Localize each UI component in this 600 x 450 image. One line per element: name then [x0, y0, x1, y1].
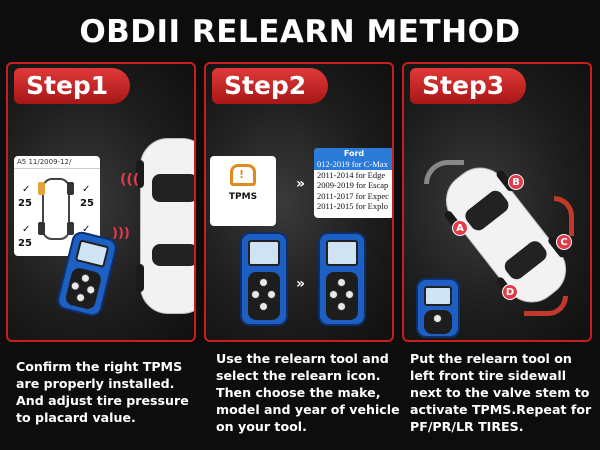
step1-description: Confirm the right TPMS are properly inst…: [16, 359, 189, 425]
step3-panel: Step3 A B C D: [402, 62, 592, 342]
tpms-scanner-tool-right: [318, 232, 366, 326]
step2-label: Step2: [212, 68, 328, 104]
tpms-scanner-tool-left: [240, 232, 288, 326]
check-icon-rl: ✓: [22, 224, 31, 235]
vehicle-select-card: Ford 012-2019 for C-Max 2011-2014 for Ed…: [314, 148, 392, 218]
tpms-icon-label: TPMS: [228, 192, 258, 202]
rotate-arrow-icon: [554, 196, 574, 236]
pressure-fl: 25: [18, 198, 32, 209]
film-icon: [236, 212, 252, 222]
pressure-fr: 25: [80, 198, 94, 209]
vehicle-row: 2011-2015 for Explo: [317, 201, 388, 211]
sensor-marker-b: B: [508, 174, 524, 190]
signal-icon: (((: [120, 172, 140, 188]
tire-fl-highlight: [38, 182, 45, 195]
tire-pressure-card: A5 11/2009-12/ 25 25 25 25 ✓ ✓ ✓ ✓: [14, 156, 100, 256]
vehicle-row: 2011-2014 for Edge: [317, 169, 386, 180]
tire-fr: [67, 182, 74, 195]
arrow-right-icon: »: [296, 276, 306, 292]
pressure-rl: 25: [18, 238, 32, 249]
tire-rl: [38, 222, 45, 235]
arrow-right-icon: »: [296, 176, 306, 192]
step1-label: Step1: [14, 68, 130, 104]
page-title: OBDII RELEARN METHOD: [79, 14, 521, 50]
vehicle-card-header: Ford: [314, 148, 392, 159]
vehicle-row: 2011-2017 for Expec: [317, 190, 389, 201]
sensor-marker-d: D: [502, 284, 518, 300]
tire-card-header: A5 11/2009-12/: [14, 156, 100, 169]
sensor-marker-c: C: [556, 234, 572, 250]
step2-description: Use the relearn tool and select the rele…: [216, 351, 400, 434]
signal-icon: ))): [112, 226, 130, 241]
step3-description: Put the relearn tool on left front tire …: [410, 351, 592, 434]
vehicle-row: 012-2019 for C-Max: [314, 159, 392, 170]
warning-icon: !: [239, 168, 245, 181]
rotate-arrow-icon: [524, 296, 568, 316]
sensor-marker-a: A: [452, 220, 468, 236]
step1-panel: Step1 A5 11/2009-12/ 25 25 25 25 ✓ ✓ ✓ ✓…: [6, 62, 196, 342]
tpms-scanner-tool: [416, 278, 460, 338]
step3-label: Step3: [410, 68, 526, 104]
vehicle-row: 2009-2019 for Escap: [317, 180, 389, 190]
check-icon-rr: ✓: [82, 224, 91, 235]
tpms-icon: [230, 164, 256, 186]
rotate-arrow-icon: [424, 160, 464, 184]
step2-panel: Step2 ! TPMS » Ford 012-2019 for C-Max 2…: [204, 62, 394, 342]
check-icon-fl: ✓: [22, 184, 31, 195]
car-outline: [42, 178, 70, 240]
tire-rr: [67, 222, 74, 235]
check-icon-fr: ✓: [82, 184, 91, 195]
